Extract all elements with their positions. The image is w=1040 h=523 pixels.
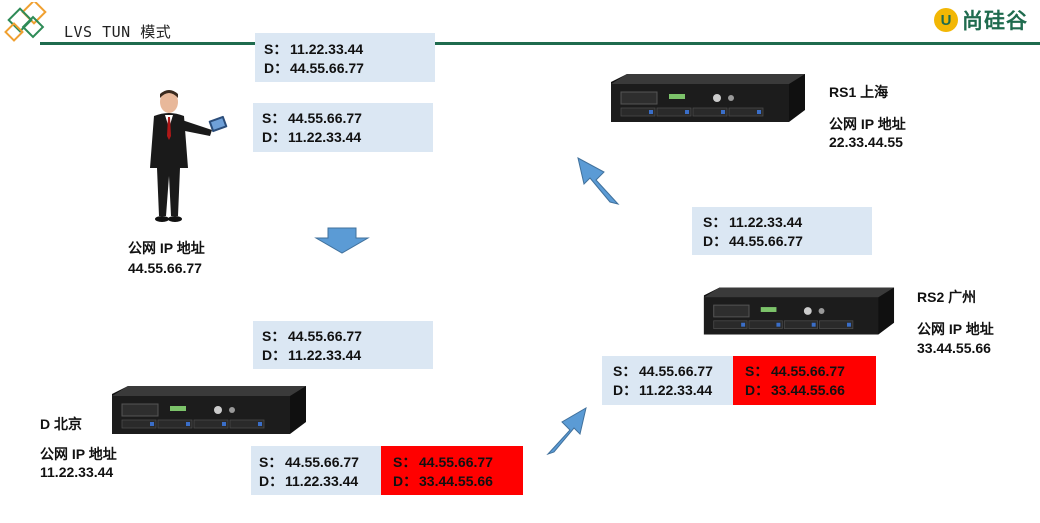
director-name: D 北京	[40, 416, 82, 432]
client-ip-label: 公网 IP 地址	[128, 240, 205, 256]
rack-server-icon	[112, 386, 306, 434]
brand-badge-icon: U	[934, 8, 958, 32]
packet-client-reply: S：44.55.66.77 D：11.22.33.44	[253, 103, 433, 152]
packet-client-request: S：11.22.33.44 D：44.55.66.77	[255, 33, 435, 82]
businessman-icon	[150, 90, 228, 222]
page-title: LVS TUN 模式	[64, 23, 172, 41]
header-divider	[40, 42, 1040, 45]
director-ip-value: 11.22.33.44	[40, 464, 114, 480]
client-ip-value: 44.55.66.77	[128, 260, 202, 276]
arrow-up-right-icon	[546, 406, 587, 456]
brand-name: 尚硅谷	[962, 9, 1028, 33]
rs1-ip-label: 公网 IP 地址	[829, 116, 906, 132]
rs2-ip-value: 33.44.55.66	[917, 340, 991, 356]
arrow-down-icon	[314, 227, 370, 254]
rack-server-icon	[611, 74, 805, 122]
rs2-name: RS2 广州	[917, 289, 977, 305]
packet-rs2-in-inner: S：44.55.66.77 D：11.22.33.44	[602, 356, 733, 405]
director-ip-label: 公网 IP 地址	[40, 446, 117, 462]
packet-director-out-tunnel-header: S：44.55.66.77 D：33.44.55.66	[381, 446, 523, 495]
packet-rs2-in-tunnel-header: S：44.55.66.77 D：33.44.55.66	[733, 356, 876, 405]
packet-director-out-inner: S：44.55.66.77 D：11.22.33.44	[251, 446, 381, 495]
diamond-logo-icon	[4, 2, 47, 42]
rs1-name: RS1 上海	[829, 84, 889, 100]
packet-rs-to-rs1: S：11.22.33.44 D：44.55.66.77	[692, 207, 872, 255]
rs2-ip-label: 公网 IP 地址	[917, 321, 994, 337]
brand-logo: U 尚硅谷	[934, 5, 1028, 35]
packet-director-in: S：44.55.66.77 D：11.22.33.44	[253, 321, 433, 369]
arrow-up-left-icon	[577, 157, 620, 205]
rack-server-icon	[703, 287, 895, 335]
rs1-ip-value: 22.33.44.55	[829, 134, 903, 150]
